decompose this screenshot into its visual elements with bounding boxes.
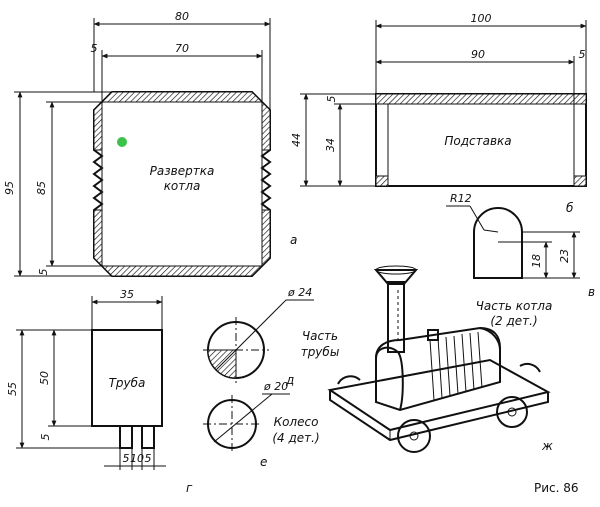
part-b-dim-height-total: 44 [290,133,303,147]
part-e-label-line2: (4 дет.) [272,431,319,445]
locomotive-chimney-funnel [373,269,419,285]
part-g-label: Труба [109,376,146,390]
locomotive-boiler-band7 [477,331,483,389]
locomotive-boiler-band1 [429,339,435,401]
part-d-label-line2: трубы [301,345,340,359]
part-a-hatch-right-top [261,100,271,151]
locomotive-chimney-rim [375,265,417,275]
part-b-letter: б [566,201,574,215]
part-g-dim-bottom-mid: 10 [130,452,144,465]
part-a-dim-width-edge: 5 [91,42,98,55]
part-a-dim-height-total: 95 [3,181,16,195]
part-zh-letter: ж [541,439,553,453]
part-e-wheel: ø 20 Колесо (4 дет.) е [203,380,320,469]
locomotive-boiler-band2 [437,337,443,399]
part-a-hatch-bottom [100,265,264,277]
part-b-stand: 100 90 5 44 34 5 Подставка б [290,12,587,215]
locomotive-platform-top [327,358,551,432]
part-d-letter: д [285,373,294,387]
part-a-label-line2: котла [164,179,201,193]
part-e-diameter-leader [213,393,273,443]
part-b-dim-width-inner: 90 [471,48,485,61]
part-b-corner-br [573,175,587,187]
part-e-label-line1: Колесо [274,415,319,429]
part-v-dim-height-total: 23 [558,249,571,263]
part-b-hatch-top [375,93,587,105]
part-a-hatch-left-top [93,100,103,151]
part-a-boiler-development: 80 70 5 95 85 5 Развертка котла а [3,10,297,277]
part-b-dim-width-edge: 5 [579,48,586,61]
part-g-tab-right [141,426,155,449]
part-g-dim-height-total: 55 [6,382,19,396]
locomotive-wheel-rear-left-hub [507,407,517,417]
part-v-radius-line [483,229,499,233]
part-a-hatch-top [100,91,264,103]
part-v-boiler-end: R12 18 23 Часть котла (2 дет.) в [446,192,595,328]
part-a-dim-height-inner: 85 [35,181,48,195]
part-d-chimney-disc: ø 24 Часть трубы д [203,286,339,387]
part-g-dim-width-total: 35 [120,288,134,301]
part-v-outline [473,207,523,279]
part-a-letter: а [290,233,297,247]
part-v-label-line2: (2 дет.) [490,314,537,328]
part-e-dim-diameter: ø 20 [263,380,288,393]
part-d-label-line1: Часть [302,329,338,343]
part-a-hatch-left-bottom [93,209,103,268]
part-g-dim-bottom-right: 5 [145,452,152,465]
part-d-dim-diameter: ø 24 [287,286,312,299]
part-v-radius-leader [469,205,485,231]
locomotive-wheel-rear-left [496,396,528,428]
part-v-dim-radius: R12 [450,192,472,205]
locomotive-wheel-front-left [397,419,431,453]
part-g-dim-bottom-left: 5 [123,452,130,465]
locomotive-dome [427,329,439,341]
part-e-letter: е [260,455,267,469]
part-a-dim-height-edge: 5 [37,269,50,276]
locomotive-boiler-band6 [469,332,475,391]
part-g-outline [91,329,163,427]
part-v-dim-height-inner: 18 [530,254,543,268]
part-g-chimney: 35 55 50 5 5 10 5 Труба г [6,288,193,495]
locomotive-chimney [387,281,405,353]
locomotive-boiler-rear [479,327,501,351]
locomotive-wheel-front-right [337,375,361,385]
part-b-dim-height-edge: 5 [325,96,338,103]
locomotive-boiler-band3 [445,336,451,397]
locomotive-boiler-band4 [453,335,459,395]
locomotive-boiler-band5 [461,333,467,393]
part-b-label: Подставка [444,134,511,148]
part-a-dim-width-total: 80 [175,10,189,23]
part-v-label-line1: Часть котла [476,299,553,313]
part-a-dim-width-inner: 70 [175,42,189,55]
part-d-diameter-leader [215,299,287,371]
part-a-hatch-right-bottom [261,209,271,268]
part-zh-locomotive: ж [327,265,553,453]
part-g-letter: г [186,481,193,495]
locomotive-wheel-rear-right [519,362,541,373]
part-a-label-line1: Развертка [150,164,215,178]
part-a-marker-dot [117,137,127,147]
part-g-tab-left [119,426,133,449]
figure-caption: Рис. 86 [534,481,579,495]
part-b-corner-bl [375,175,389,187]
part-g-dim-height-inner: 50 [38,371,51,385]
part-b-dim-height-inner: 34 [324,138,337,152]
part-g-dim-height-edge: 5 [39,434,52,441]
part-b-dim-width-total: 100 [471,12,492,25]
locomotive-wheel-front-left-hub [409,431,419,441]
part-v-letter: в [588,285,595,299]
